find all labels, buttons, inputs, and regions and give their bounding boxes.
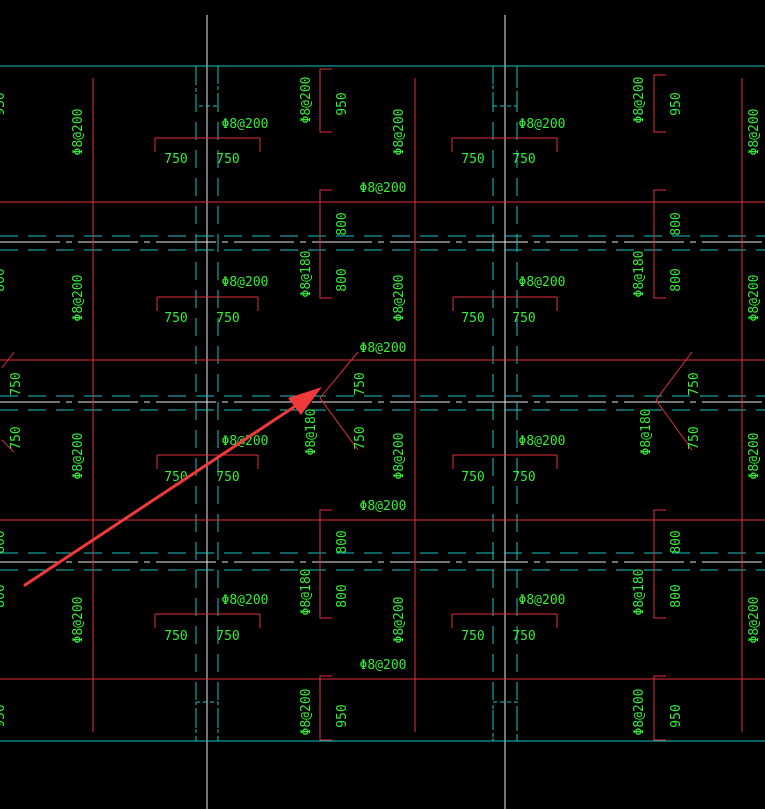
rebar-spec-label: Φ8@200 [632,77,647,124]
dimension-label: 750 [216,311,239,326]
rebar-spec-label: Φ8@200 [747,275,762,322]
dimension-label: 750 [9,372,24,395]
rebar-spec-label: Φ8@180 [639,409,654,456]
axis-layer [0,15,765,809]
column-outline [195,65,219,107]
dimension-label: 750 [687,372,702,395]
dimension-label: 750 [164,152,187,167]
dimension-label: 750 [353,426,368,449]
dimension-label: 750 [512,470,535,485]
rebar-chevron [1,351,15,369]
rebar-spec-label: Φ8@200 [747,597,762,644]
dimension-label: 800 [669,530,684,553]
dimension-label: 750 [512,629,535,644]
rebar-spec-label: Φ8@200 [392,109,407,156]
column-outline [492,701,518,742]
dimension-label: 800 [0,584,8,607]
dimension-label: 950 [335,704,350,727]
dimension-label: 750 [512,311,535,326]
dimension-label: 800 [0,530,8,553]
rebar-bracket-vertical [653,675,666,741]
dimension-label: 750 [461,629,484,644]
rebar-spec-label: Φ8@200 [360,658,407,673]
wall-outline-layer [0,65,765,742]
dimension-label: 800 [669,584,684,607]
pointer-arrow-head [288,387,322,415]
rebar-bracket-vertical [319,68,332,133]
dimension-label: 750 [353,372,368,395]
dimension-label: 800 [335,268,350,291]
rebar-spec-label: Φ8@200 [222,593,269,608]
dimension-label: 950 [669,704,684,727]
column-outline [492,65,518,107]
rebar-spec-label: Φ8@200 [299,77,314,124]
rebar-chevron [319,351,359,451]
rebar-spec-label: Φ8@200 [360,181,407,196]
column-outline [195,701,219,742]
rebar-spec-label: Φ8@180 [299,569,314,616]
dimension-label: 800 [0,268,8,291]
rebar-spec-label: Φ8@200 [519,275,566,290]
red-arrow-icon [23,387,322,587]
rebar-spec-label: Φ8@180 [304,409,319,456]
dimension-label: 750 [164,629,187,644]
rebar-spec-label: Φ8@200 [392,275,407,322]
rebar-spec-label: Φ8@200 [71,433,86,480]
dimension-label: 800 [669,212,684,235]
dimension-label: 750 [9,426,24,449]
rebar-bracket-vertical [319,189,332,299]
rebar-spec-label: Φ8@180 [632,569,647,616]
rebar-spec-label: Φ8@200 [71,109,86,156]
dimension-label: 950 [0,92,8,115]
rebar-chevron [1,439,15,453]
rebar-spec-label: Φ8@200 [71,275,86,322]
dimension-label: 750 [164,470,187,485]
pointer-arrow-shaft [23,401,302,587]
rebar-chevron [655,351,693,451]
dimension-label: 800 [335,584,350,607]
dimension-label: 800 [669,268,684,291]
rebar-spec-label: Φ8@200 [71,597,86,644]
rebar-spec-label: Φ8@200 [392,597,407,644]
rebar-spec-label: Φ8@200 [747,109,762,156]
rebar-spec-label: Φ8@200 [519,117,566,132]
dimension-label: 750 [216,152,239,167]
rebar-spec-label: Φ8@200 [519,593,566,608]
dimension-label: 800 [335,530,350,553]
dimension-label: 750 [216,470,239,485]
rebar-spec-label: Φ8@200 [222,117,269,132]
dimension-label: 750 [461,470,484,485]
annotation-layer: Φ8@200Φ8@200Φ8@200Φ8@200Φ8@200Φ8@200Φ8@2… [0,77,762,736]
rebar-bracket-vertical [653,509,666,619]
rebar-bracket-vertical [319,509,332,619]
rebar-spec-label: Φ8@200 [360,499,407,514]
rebar-spec-label: Φ8@200 [519,434,566,449]
rebar-spec-label: Φ8@200 [747,433,762,480]
rebar-bracket-vertical [319,675,332,741]
rebar-spec-label: Φ8@200 [222,275,269,290]
dimension-label: 950 [0,704,8,727]
dimension-label: 750 [461,311,484,326]
dimension-label: 750 [461,152,484,167]
rebar-spec-label: Φ8@200 [222,434,269,449]
rebar-spec-label: Φ8@200 [299,689,314,736]
dimension-label: 750 [512,152,535,167]
rebar-spec-label: Φ8@180 [299,251,314,298]
rebar-spec-label: Φ8@180 [632,251,647,298]
rebar-spec-label: Φ8@200 [360,341,407,356]
rebar-spec-label: Φ8@200 [392,433,407,480]
dimension-label: 750 [216,629,239,644]
dimension-label: 800 [335,212,350,235]
rebar-spec-label: Φ8@200 [632,689,647,736]
dimension-label: 950 [335,92,350,115]
dimension-label: 750 [164,311,187,326]
dimension-label: 950 [669,92,684,115]
dimension-label: 750 [687,426,702,449]
rebar-bracket-vertical [653,189,666,299]
rebar-layer [0,68,765,741]
rebar-bracket-vertical [653,74,666,133]
